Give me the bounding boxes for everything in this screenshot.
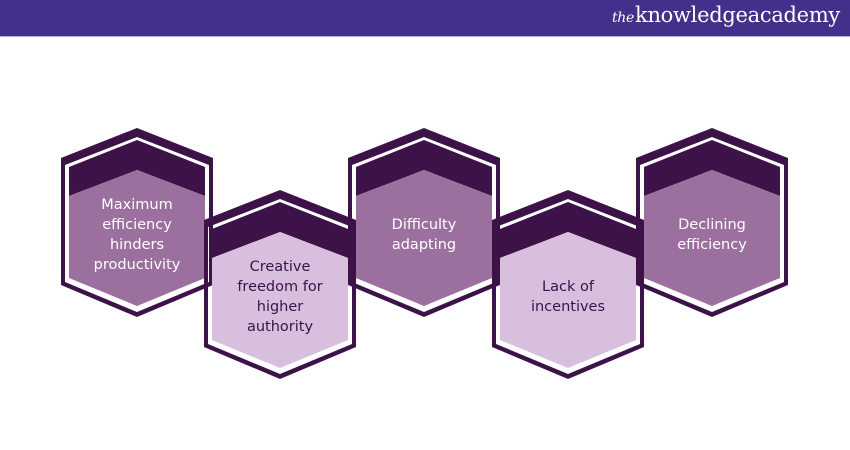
hexagon-4: [492, 190, 644, 379]
hexagon-1: [61, 128, 213, 317]
hexagon-5: [636, 128, 788, 317]
header-bar: theknowledgeacademy: [0, 0, 850, 37]
hexagon-3: [348, 128, 500, 317]
brand-prefix: the: [611, 10, 635, 26]
hexagon-2: [204, 190, 356, 379]
brand-name: knowledgeacademy: [635, 3, 840, 27]
brand-logo[interactable]: theknowledgeacademy: [612, 3, 840, 27]
